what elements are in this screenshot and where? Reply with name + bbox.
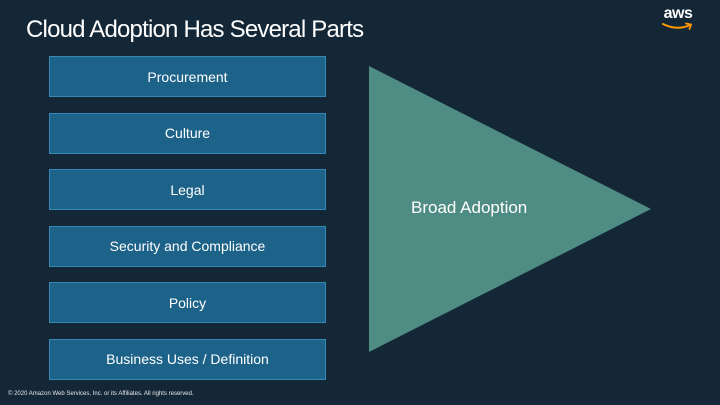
- component-list: Procurement Culture Legal Security and C…: [49, 56, 326, 396]
- aws-smile-icon: [662, 22, 693, 30]
- component-box-legal: Legal: [49, 169, 326, 211]
- copyright-footer: © 2020 Amazon Web Services, Inc. or its …: [8, 391, 194, 397]
- adoption-triangle: [369, 66, 651, 352]
- component-box-policy: Policy: [49, 282, 326, 324]
- slide-title: Cloud Adoption Has Several Parts: [26, 16, 364, 43]
- component-box-procurement: Procurement: [49, 56, 326, 97]
- component-box-security-compliance: Security and Compliance: [49, 225, 326, 267]
- component-box-culture: Culture: [49, 112, 326, 154]
- component-box-business-uses: Business Uses / Definition: [49, 338, 326, 380]
- aws-logo-text: aws: [663, 5, 693, 22]
- outcome-label: Broad Adoption: [411, 198, 528, 217]
- triangle-shape: [369, 66, 651, 352]
- aws-logo: aws: [658, 5, 698, 33]
